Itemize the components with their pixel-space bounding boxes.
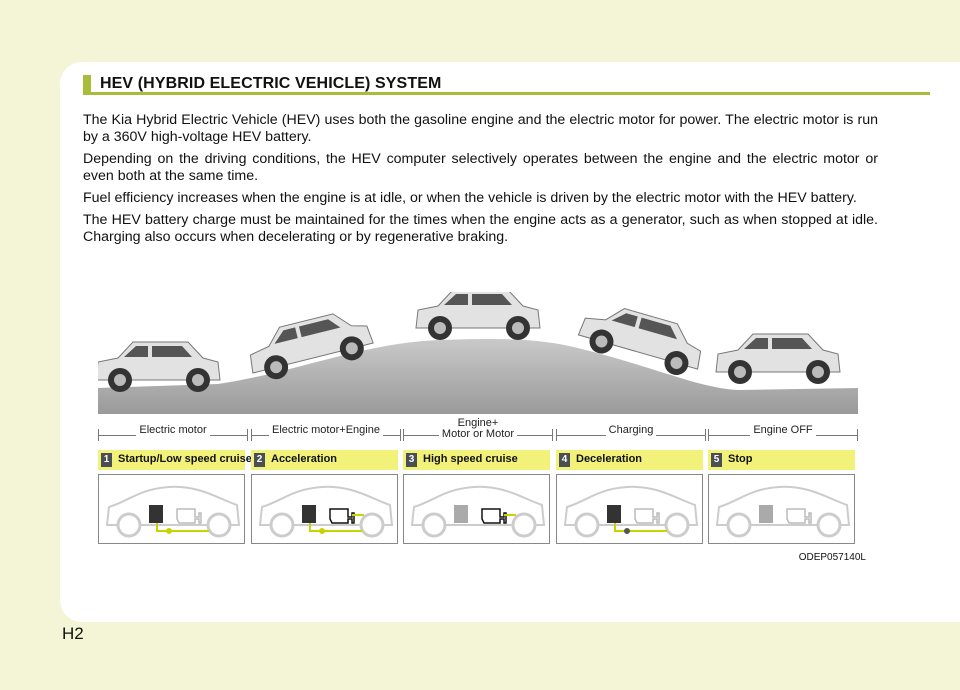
mode-step-4: 4 Deceleration <box>556 450 703 470</box>
mode-step-5: 5 Stop <box>708 450 855 470</box>
mode-diagram <box>556 474 703 544</box>
car-icon <box>415 292 541 340</box>
engine-icon <box>329 508 355 524</box>
header-marker <box>83 75 91 95</box>
power-source-text: Electric motor+Engine <box>269 425 383 436</box>
engine-icon <box>634 508 660 524</box>
power-source-label: Electric motor <box>98 424 248 446</box>
mode-step-3: 3 High speed cruise <box>403 450 550 470</box>
car-icon <box>577 308 702 376</box>
step-label: Startup/Low speed cruise <box>118 453 252 465</box>
step-number: 1 <box>101 453 112 467</box>
mode-diagram <box>708 474 855 544</box>
section-header: HEV (HYBRID ELECTRIC VEHICLE) SYSTEM <box>83 75 930 95</box>
step-label: Stop <box>728 453 753 465</box>
power-source-text: Engine OFF <box>750 425 816 436</box>
step-label: High speed cruise <box>423 453 518 465</box>
car-icon <box>98 341 221 392</box>
battery-icon <box>759 505 773 523</box>
page-number: H2 <box>62 624 84 643</box>
body-text: The Kia Hybrid Electric Vehicle (HEV) us… <box>83 112 878 251</box>
step-label: Acceleration <box>271 453 338 465</box>
mode-step-2: 2 Acceleration <box>251 450 398 470</box>
battery-icon <box>149 505 163 523</box>
car-icon <box>249 313 374 380</box>
paragraph: Fuel efficiency increases when the engin… <box>83 190 857 206</box>
mode-diagram <box>403 474 550 544</box>
power-source-text: Electric motor <box>136 425 210 436</box>
step-label: Deceleration <box>576 453 643 465</box>
paragraph: The HEV battery charge must be maintaine… <box>83 212 878 245</box>
engine-icon <box>176 508 202 524</box>
car-icon <box>715 333 841 384</box>
power-source-label: Electric motor+Engine <box>251 424 401 446</box>
step-number: 5 <box>711 453 722 467</box>
engine-icon <box>481 508 507 524</box>
power-source-label: Engine OFF <box>708 424 858 446</box>
engine-icon <box>786 508 812 524</box>
mode-diagram <box>251 474 398 544</box>
mode-diagram <box>98 474 245 544</box>
step-number: 3 <box>406 453 417 467</box>
power-source-label: Engine+ Motor or Motor <box>403 418 553 446</box>
paragraph: The Kia Hybrid Electric Vehicle (HEV) us… <box>83 112 878 145</box>
battery-icon <box>302 505 316 523</box>
section-title: HEV (HYBRID ELECTRIC VEHICLE) SYSTEM <box>100 75 442 92</box>
paragraph: Depending on the driving conditions, the… <box>83 151 878 184</box>
battery-icon <box>607 505 621 523</box>
step-number: 4 <box>559 453 570 467</box>
mode-step-1: 1 Startup/Low speed cruise <box>98 450 252 470</box>
power-source-text: Charging <box>605 425 657 436</box>
power-source-text: Engine+ Motor or Motor <box>438 418 518 440</box>
step-number: 2 <box>254 453 265 467</box>
battery-icon <box>454 505 468 523</box>
power-source-label: Charging <box>556 424 706 446</box>
power-source-labels: Electric motor Electric motor+Engine Engin… <box>98 418 858 446</box>
figure-code: ODEP057140L <box>798 552 866 563</box>
driving-hill-illustration <box>98 292 858 414</box>
